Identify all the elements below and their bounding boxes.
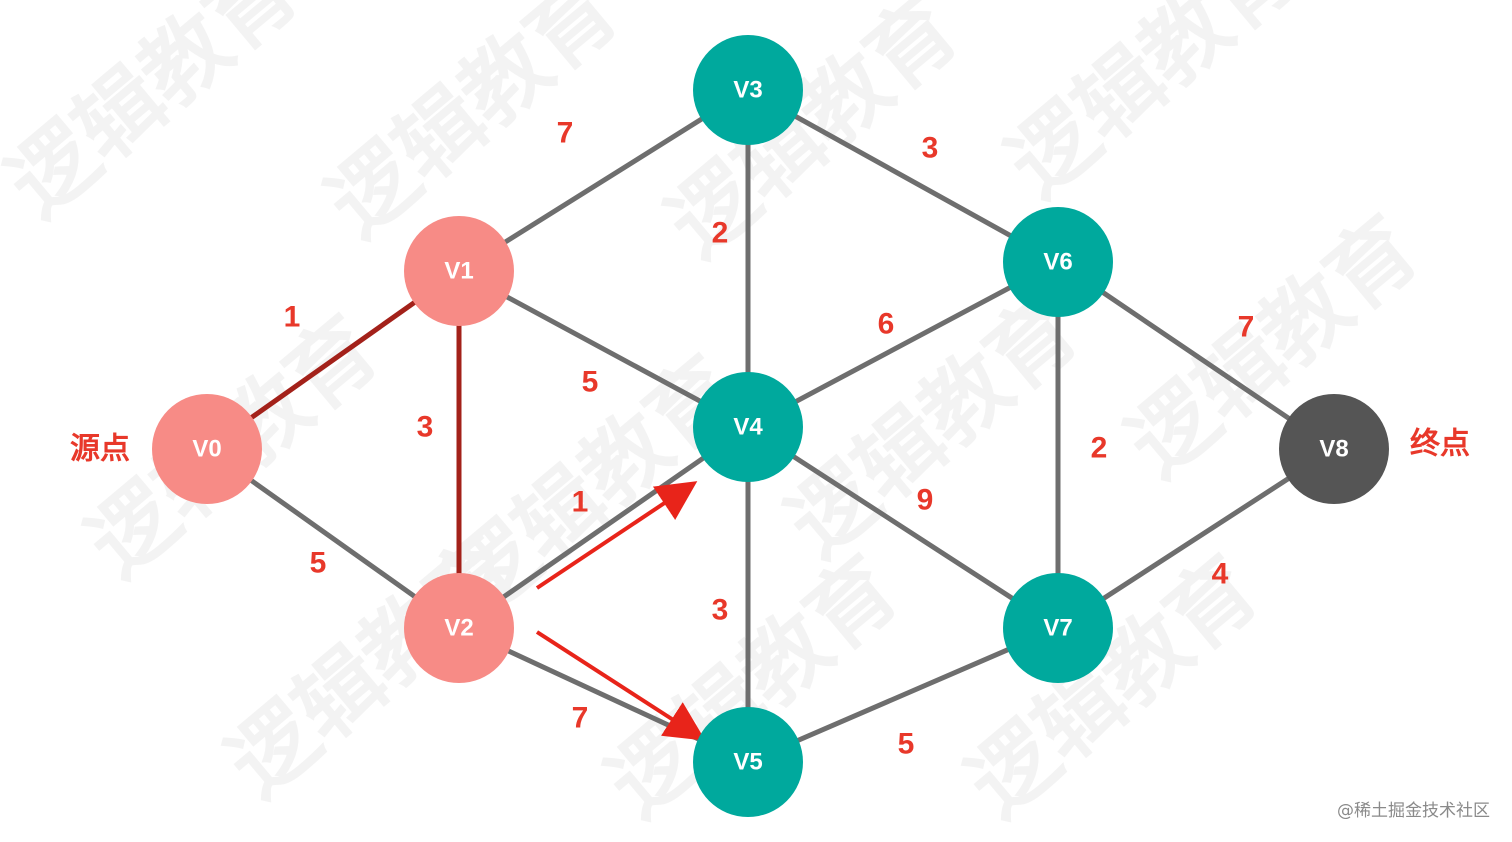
node-v6-label: V6 (1043, 249, 1072, 276)
node-v8: V8 (1279, 394, 1389, 504)
node-v5: V5 (693, 707, 803, 817)
edge-v2-v4 (456, 424, 751, 631)
weight-v1-v3: 7 (557, 117, 574, 150)
weight-v7-v8: 4 (1212, 558, 1229, 591)
edge-v6-v8 (1055, 259, 1337, 452)
weight-v0-v2: 5 (310, 547, 327, 580)
node-v3-circle (693, 35, 803, 145)
weight-v3-v6: 3 (922, 132, 939, 165)
node-v8-circle (1279, 394, 1389, 504)
node-v2: V2 (404, 573, 514, 683)
weight-v4-v7: 9 (917, 484, 934, 517)
node-v1: V1 (404, 216, 514, 326)
node-v4-label: V4 (733, 414, 763, 441)
arrows-layer (535, 481, 706, 741)
edge-v4-v6 (745, 259, 1061, 430)
weight-v1-v2: 3 (417, 411, 434, 444)
node-v4-circle (693, 372, 803, 482)
target-label: 终点 (1410, 427, 1470, 462)
node-v0-label: V0 (192, 436, 221, 463)
weight-v3-v4: 2 (712, 217, 729, 250)
weights-layer: 1 5 3 7 5 1 7 2 3 3 6 9 5 2 7 4 (284, 117, 1255, 761)
weight-v0-v1: 1 (284, 301, 301, 334)
node-v7: V7 (1003, 573, 1113, 683)
node-v7-label: V7 (1043, 615, 1072, 642)
node-v7-circle (1003, 573, 1113, 683)
weight-v2-v4: 1 (572, 486, 589, 519)
node-v4: V4 (693, 372, 803, 482)
node-v3: V3 (693, 35, 803, 145)
edge-v1-v3 (456, 87, 751, 274)
node-v2-circle (404, 573, 514, 683)
watermark-text: 逻辑教育 (769, 278, 1097, 576)
credit-text: @稀土掘金技术社区 (1337, 801, 1490, 821)
node-v6: V6 (1003, 207, 1113, 317)
arrow-v2-v4 (535, 481, 698, 590)
source-label: 源点 (70, 432, 130, 467)
weight-v6-v8: 7 (1238, 311, 1255, 344)
node-v1-circle (404, 216, 514, 326)
edge-v4-v7 (745, 424, 1061, 631)
node-v0: V0 (152, 394, 262, 504)
weight-v4-v6: 6 (878, 308, 895, 341)
node-v5-label: V5 (733, 749, 762, 776)
weight-v6-v7: 2 (1091, 432, 1108, 465)
watermark-text: 逻辑教育 (309, 0, 637, 256)
node-v0-circle (152, 394, 262, 504)
weight-v4-v5: 3 (712, 594, 729, 627)
arrow-v2-v5 (535, 630, 706, 741)
watermark-text: 逻辑教育 (989, 0, 1317, 216)
watermark-text: 逻辑教育 (0, 0, 317, 236)
node-v6-circle (1003, 207, 1113, 317)
edge-v5-v7 (745, 625, 1061, 765)
weight-v5-v7: 5 (898, 728, 915, 761)
weight-v2-v5: 7 (572, 702, 589, 735)
node-v8-label: V8 (1319, 436, 1348, 463)
edge-v3-v6 (745, 87, 1061, 265)
node-v2-label: V2 (444, 615, 473, 642)
node-v1-label: V1 (444, 258, 473, 285)
weight-v1-v4: 5 (582, 366, 599, 399)
node-v5-circle (693, 707, 803, 817)
node-v3-label: V3 (733, 77, 762, 104)
